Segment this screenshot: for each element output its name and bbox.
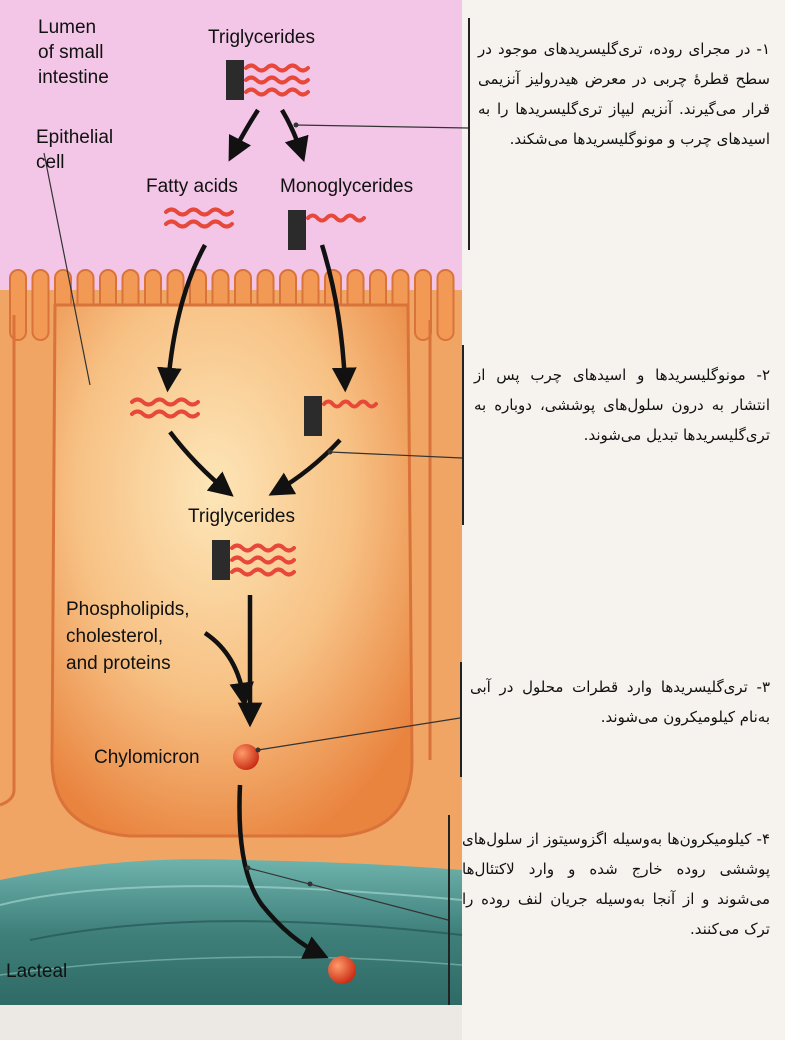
pointer-note-2	[329, 451, 463, 459]
triglyceride-molecule-cell	[212, 540, 296, 580]
note-3: ۳- تری‌گلیسریدها وارد قطرات محلول در آبی…	[470, 678, 770, 726]
arrow-phospholipids-to-chylomicron	[203, 631, 254, 708]
fatty-acid-molecule-cell	[130, 397, 200, 419]
triglycerides-top-label: Triglycerides	[208, 27, 315, 48]
pointer-note-4	[247, 867, 449, 921]
note-3-bracket	[460, 662, 462, 777]
fatty-acid-molecule-lumen	[164, 207, 234, 229]
phospholipids-label: Phospholipids, cholesterol, and proteins	[66, 599, 195, 674]
note-4: ۴- کیلومیکرون‌ها به‌وسیله اگزوسیتوز از س…	[462, 830, 770, 938]
arrow-monoglycerides-to-tg	[268, 438, 342, 496]
pointer-note-3	[257, 717, 461, 751]
monoglycerides-label: Monoglycerides	[280, 176, 413, 197]
note-4-bracket	[448, 815, 450, 1005]
triglycerides-cell-label: Triglycerides	[188, 506, 295, 527]
note-1: ۱- در مجرای روده، تری‌گلیسریدهای موجود د…	[478, 40, 770, 148]
chylomicron-in-lacteal	[328, 956, 356, 984]
arrow-fatty-acids-into-cell	[157, 243, 207, 393]
lacteal-label: Lacteal	[6, 961, 67, 982]
triglyceride-molecule-top	[226, 60, 310, 100]
chylomicron-label: Chylomicron	[94, 747, 200, 768]
note-1-bracket	[468, 18, 470, 250]
arrow-tg-to-monoglycerides	[280, 108, 309, 163]
epithelial-cell-label: Epithelial cell	[36, 127, 118, 173]
monoglyceride-molecule-cell	[304, 396, 378, 436]
lumen-label: Lumen of small intestine	[38, 17, 109, 88]
arrow-tg-to-fatty-acids	[228, 108, 260, 162]
monoglyceride-molecule-lumen	[288, 210, 366, 250]
arrow-chylomicron-to-lacteal	[237, 784, 329, 959]
arrow-fatty-acids-to-tg	[168, 430, 234, 497]
fatty-acids-label: Fatty acids	[146, 176, 238, 197]
pointer-epithelial	[43, 152, 91, 386]
left-cell-wall	[0, 315, 16, 807]
note-2: ۲- مونوگلیسریدها و اسیدهای چرب پس از انت…	[474, 366, 770, 444]
chylomicron-in-cell	[233, 744, 259, 770]
note-2-bracket	[462, 345, 464, 525]
arrow-monoglycerides-into-cell	[319, 244, 357, 393]
pointer-note-1	[295, 124, 469, 129]
